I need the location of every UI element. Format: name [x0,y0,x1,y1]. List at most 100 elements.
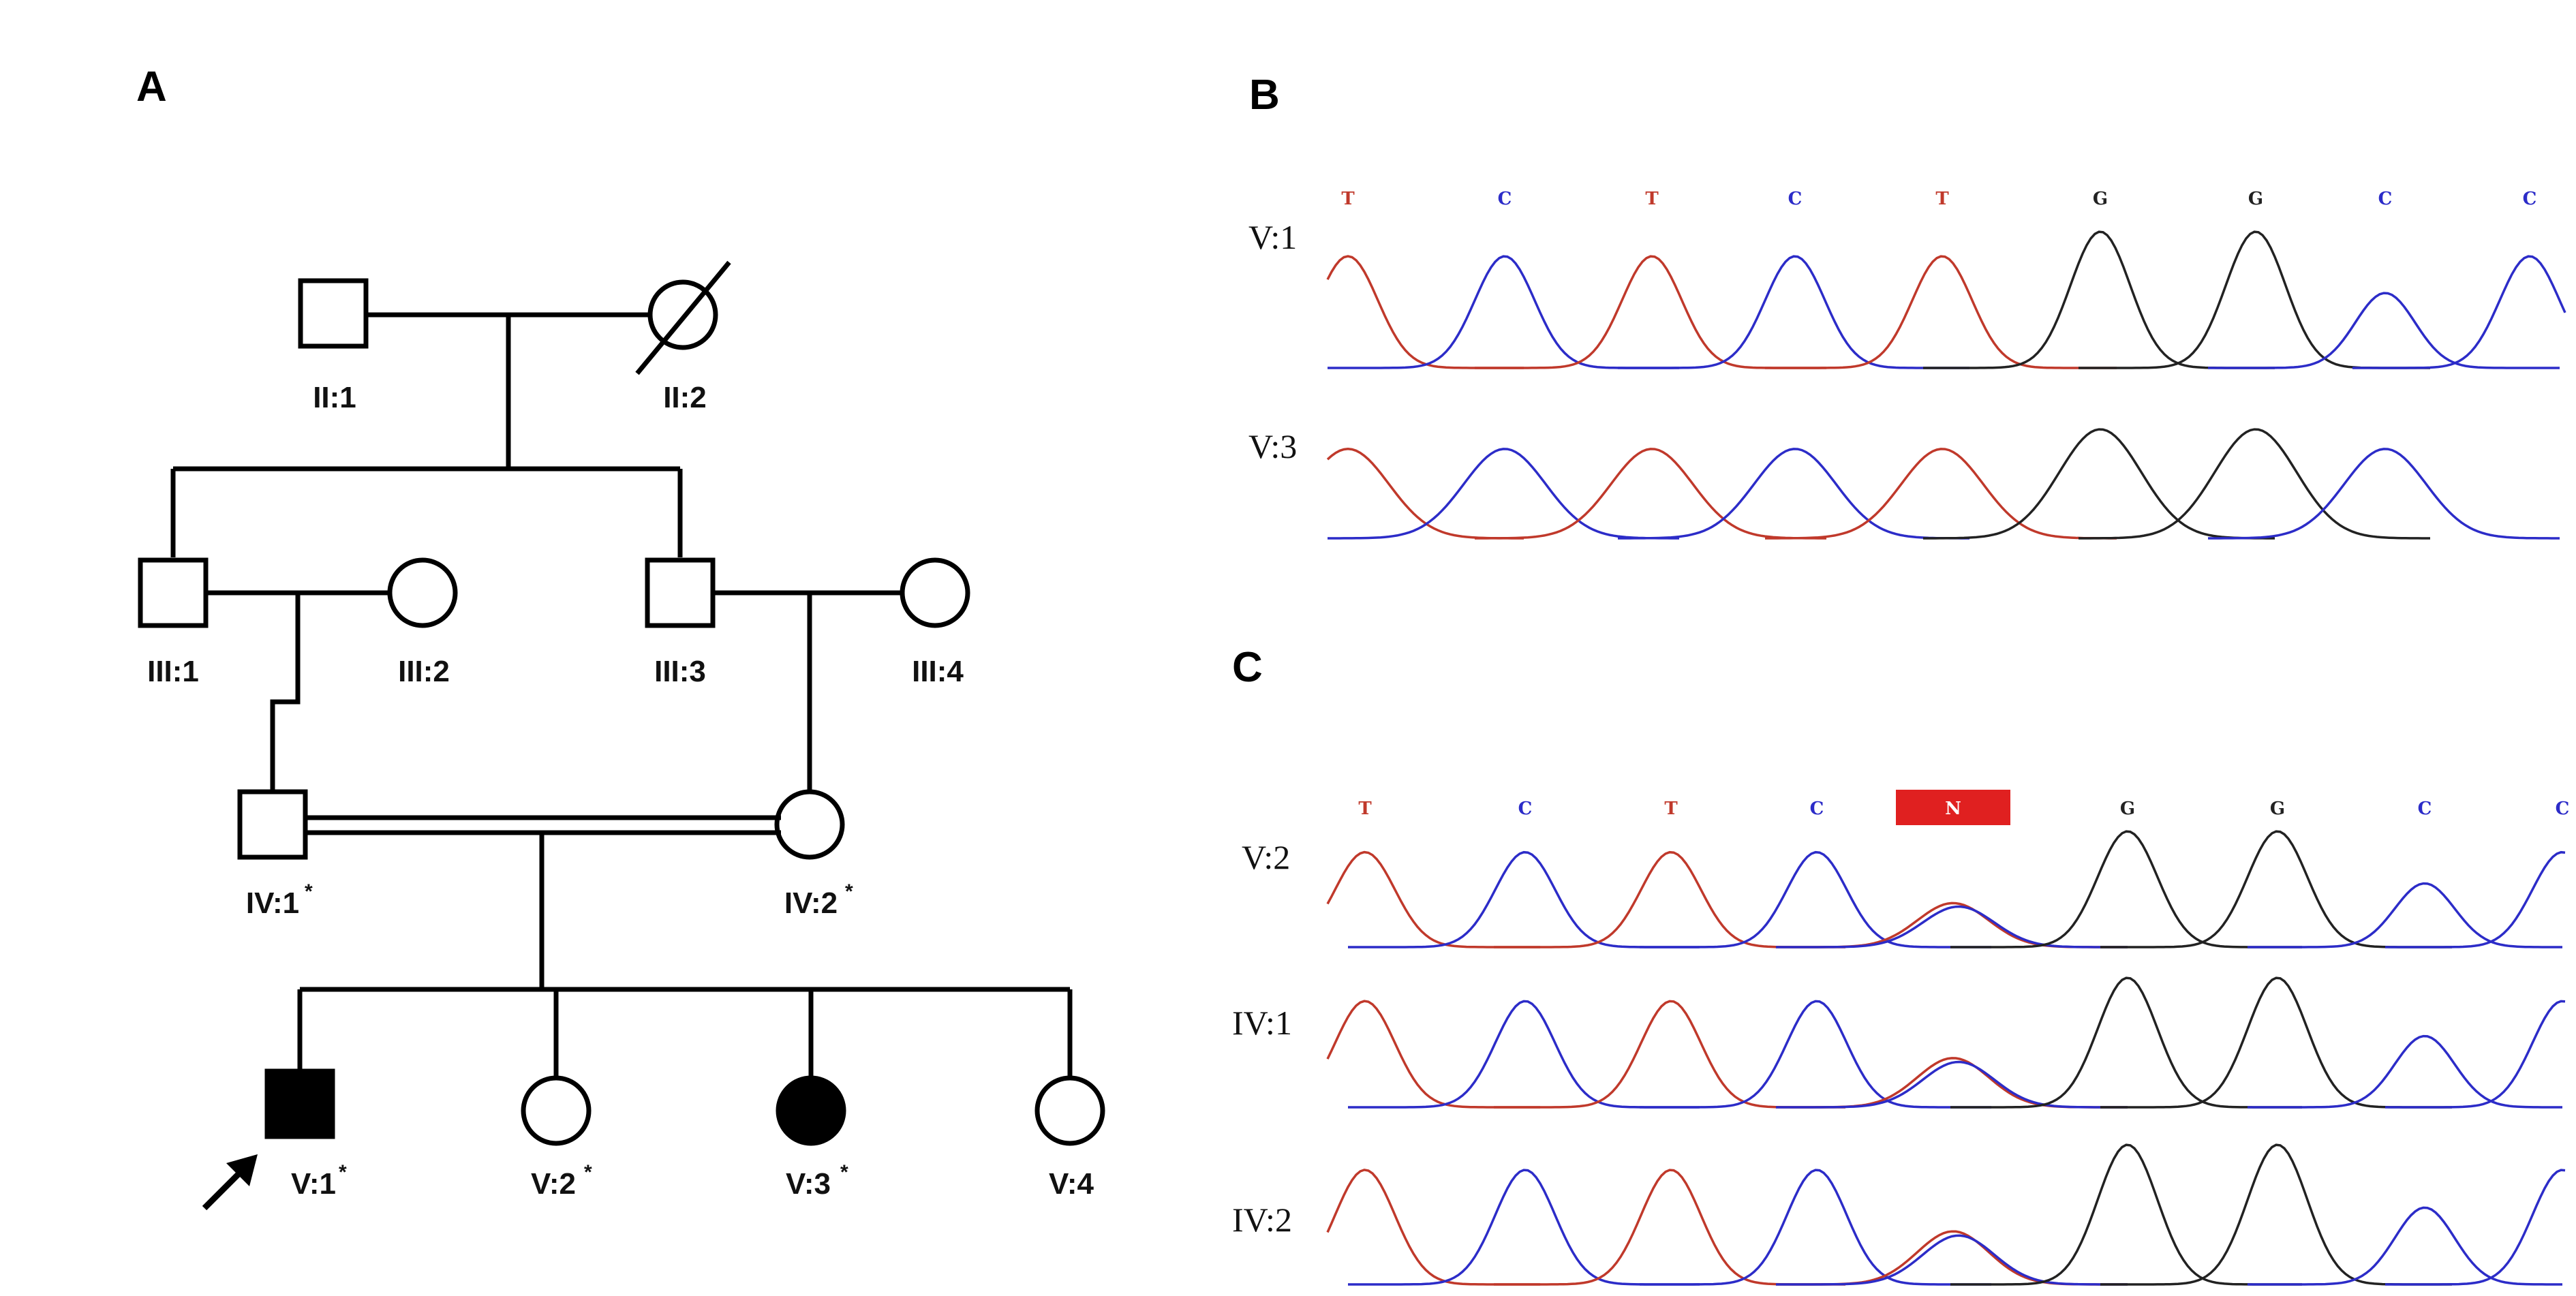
peak-c [2208,292,2560,369]
chromatogram-trace-iv-1 [1326,976,2566,1109]
proband-arrow [202,1154,258,1211]
male-symbol-iii-1 [138,557,209,628]
female-symbol-ii-2 [647,279,718,350]
base-call-t: T [1645,189,1659,209]
peak-c [1640,1169,1991,1286]
female-symbol-iv-2 [774,789,845,860]
affected-male-symbol-v-1 [264,1068,335,1139]
base-call-t: T [1341,189,1355,209]
ambiguous-base-box [1896,790,2010,825]
label-ii-2: II:2 [663,381,707,414]
label-v-3: V:3 [786,1167,831,1201]
label-iii-4: III:4 [912,655,964,688]
peak-g [2100,830,2452,948]
peak-c [1640,850,1991,948]
male-symbol-iii-3 [645,557,716,628]
peak-c-mixed [1776,1234,2128,1286]
peak-t-mixed [1776,1230,2128,1286]
base-call-g: G [2270,799,2285,819]
peak-g [1950,1143,2302,1286]
label-ii-1: II:1 [313,381,356,414]
sequenced-star-v-1: * [339,1161,347,1184]
peak-c [2248,1034,2562,1109]
peak-g [2100,1143,2452,1286]
label-iv-1: IV:1 [246,886,299,920]
base-call-t: T [1935,189,1949,209]
peak-c [2352,255,2566,369]
panel-b-letter: B [1249,72,1280,119]
peak-c [2248,1206,2562,1286]
peak-c [1618,448,1969,540]
pedigree-panel: A II [136,63,1105,1211]
label-iv-2: IV:2 [784,886,838,920]
label-v-2: V:2 [531,1167,576,1201]
peak-t [1765,448,2117,540]
female-symbol-iii-2 [387,557,458,628]
sequenced-star-iv-1: * [305,880,313,903]
panel-c-letter: C [1232,644,1263,691]
peak-t-mixed [1776,901,2128,948]
peak-g [1923,428,2275,540]
peak-g [2079,230,2430,369]
base-call-g: G [2093,189,2108,209]
base-call-c: C [1810,799,1824,819]
peak-g [1950,976,2302,1109]
label-iii-1: III:1 [147,655,199,688]
base-call-c: C [1788,189,1803,209]
sample-label-v-1: V:1 [1248,218,1297,256]
sample-label-iv-1: IV:1 [1232,1004,1292,1042]
peak-t [1475,448,1826,540]
peak-c [1328,448,1679,540]
base-call-c: C [1498,189,1512,209]
label-v-1: V:1 [291,1167,336,1201]
deceased-slash-ii-2 [635,260,731,375]
peak-g [2100,976,2452,1109]
peak-t [1494,850,1845,948]
base-call-t: T [1664,799,1678,819]
peak-t-mixed [1776,1057,2128,1109]
peak-t [1765,255,2117,369]
sequenced-star-v-2: * [584,1161,592,1184]
peak-t [1494,1000,1845,1109]
sequenced-star-v-3: * [840,1161,848,1184]
sample-label-iv-2: IV:2 [1232,1201,1292,1239]
panel-a-letter: A [136,63,167,110]
sample-label-v-3: V:3 [1248,427,1297,465]
peak-c [1328,255,1679,369]
peak-t [1494,1169,1845,1286]
label-v-4: V:4 [1049,1167,1094,1201]
male-symbol-ii-1 [298,278,369,349]
female-symbol-v-2 [521,1075,592,1146]
peak-c-mixed [1776,1060,2128,1109]
base-call-c: C [1518,799,1533,819]
label-iii-2: III:2 [398,655,450,688]
base-call-c: C [2378,189,2393,209]
peak-c-mixed [1776,905,2128,948]
female-symbol-v-4 [1034,1075,1105,1146]
peak-c [2385,850,2566,948]
affected-female-symbol-v-3 [776,1075,846,1146]
base-call-c: C [2523,189,2537,209]
peak-g [1950,830,2302,948]
peak-c [2385,1169,2566,1286]
peak-c [2385,1000,2566,1109]
peak-c [1640,1000,1991,1109]
pedigree-lines [170,312,1073,1078]
descent-line-iv-1 [270,593,301,792]
base-call-t: T [1358,799,1372,819]
peak-c [2248,882,2562,948]
chromatogram-trace-iv-2 [1326,1143,2566,1286]
base-call-g: G [2120,799,2135,819]
peak-t [1475,255,1826,369]
sample-label-v-2: V:2 [1242,838,1290,876]
base-call-c: C [2418,799,2432,819]
female-symbol-iii-4 [900,557,970,628]
label-iii-3: III:3 [654,655,706,688]
peak-t [1326,255,1524,369]
base-call-c: C [2556,799,2570,819]
